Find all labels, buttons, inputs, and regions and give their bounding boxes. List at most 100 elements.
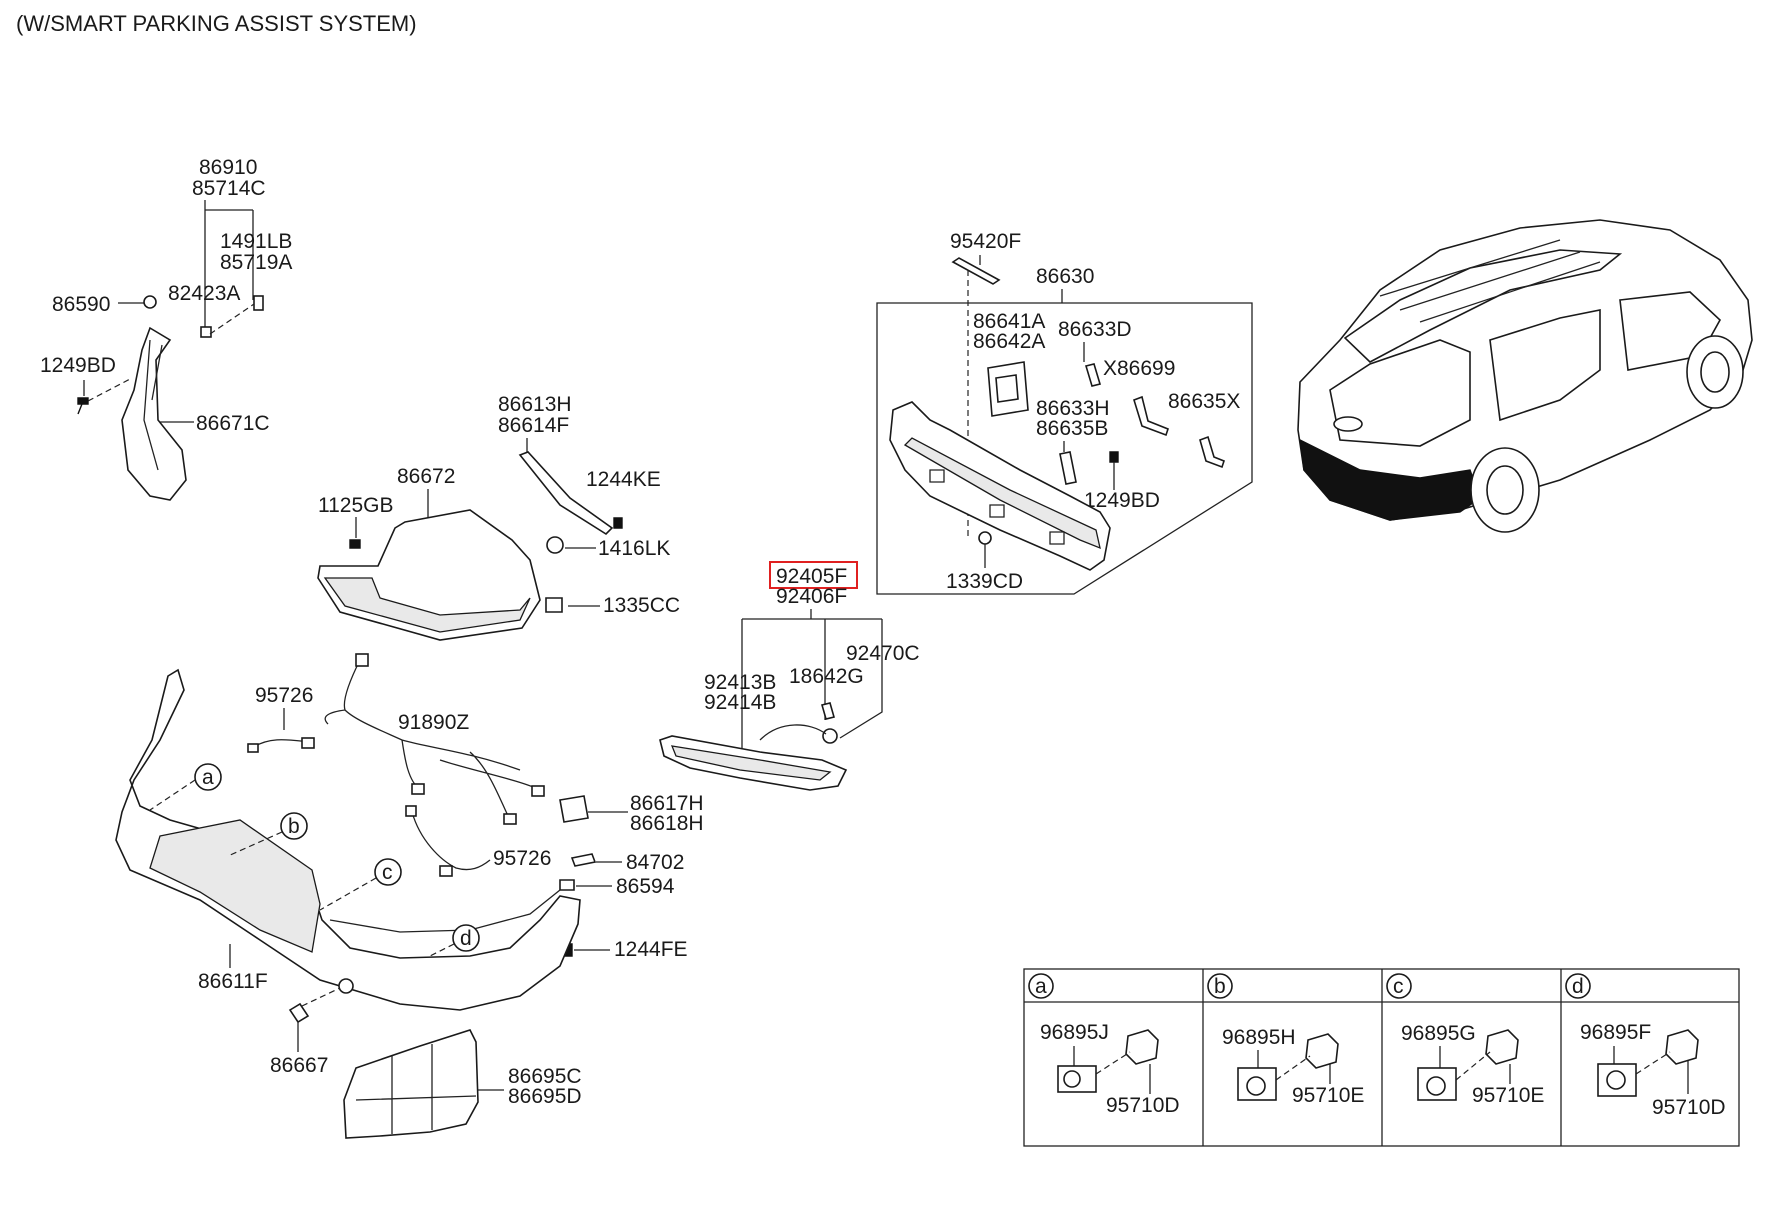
label-82423A[interactable]: 82423A (168, 282, 240, 305)
label-92413B[interactable]: 92413B (704, 671, 776, 694)
sensor-cell-c: c 96895G 95710E (1386, 973, 1544, 1107)
label-84702[interactable]: 84702 (626, 851, 684, 874)
sensor-cell-a-sensor[interactable]: 96895J (1040, 1021, 1109, 1044)
bolt-1249BD-left (77, 397, 89, 415)
sensor-cell-c-circle (1386, 973, 1412, 999)
callout-b-letter: b (288, 815, 300, 838)
label-86642A[interactable]: 86642A (973, 330, 1045, 353)
label-95420F[interactable]: 95420F (950, 230, 1021, 253)
label-86633H[interactable]: 86633H (1036, 397, 1110, 420)
label-92405F[interactable]: 92405F (776, 565, 847, 588)
label-85719A[interactable]: 85719A (220, 251, 292, 274)
bolt-1125GB (349, 539, 361, 549)
label-86671C[interactable]: 86671C (196, 412, 270, 435)
sensor-cell-d-circle (1565, 973, 1591, 999)
label-1244KE[interactable]: 1244KE (586, 468, 661, 491)
side-cover-group: 86613H 86614F 1244KE 86672 1125GB 1416LK… (317, 393, 680, 641)
label-86613H[interactable]: 86613H (498, 393, 572, 416)
sensor-cell-c-part[interactable]: 95710E (1472, 1084, 1544, 1107)
label-18642G[interactable]: 18642G (789, 665, 864, 688)
label-86695D[interactable]: 86695D (508, 1085, 582, 1108)
bumper-group: 95726 91890Z 86617H 86618H 95726 84702 8… (115, 653, 704, 1139)
sensor-cell-c-letter: c (1393, 975, 1404, 998)
label-85714C[interactable]: 85714C (192, 177, 266, 200)
mud-guard-group: 86910 85714C 1491LB 85719A 82423A 86590 … (40, 156, 292, 501)
label-86618H[interactable]: 86618H (630, 812, 704, 835)
label-86641A[interactable]: 86641A (973, 310, 1045, 333)
label-86617H[interactable]: 86617H (630, 792, 704, 815)
callout-a-letter: a (202, 766, 214, 789)
sensor-cell-a-letter: a (1035, 975, 1047, 998)
wiring-harness-91890Z (324, 659, 541, 821)
clip-86667 (288, 1002, 310, 1024)
sensor-cell-d-part[interactable]: 95710D (1652, 1096, 1726, 1119)
label-X86699[interactable]: X86699 (1103, 357, 1175, 380)
label-86667[interactable]: 86667 (270, 1054, 328, 1077)
sensor-cell-b-letter: b (1214, 975, 1226, 998)
label-86635X[interactable]: 86635X (1168, 390, 1240, 413)
under-cover-86695C (343, 1029, 479, 1139)
label-1335CC[interactable]: 1335CC (603, 594, 680, 617)
label-1339CD[interactable]: 1339CD (946, 570, 1023, 593)
label-86672[interactable]: 86672 (397, 465, 455, 488)
label-92406F[interactable]: 92406F (776, 585, 847, 608)
vehicle-illustration (1297, 219, 1753, 533)
label-1249BD-left[interactable]: 1249BD (40, 354, 116, 377)
sensor-cell-d-letter: d (1572, 975, 1584, 998)
bolt-1249BD-right (1109, 451, 1119, 463)
label-92470C[interactable]: 92470C (846, 642, 920, 665)
sensor-cell-d-sensor[interactable]: 96895F (1580, 1021, 1651, 1044)
callout-a[interactable] (194, 763, 222, 791)
highlight-92405F (769, 561, 858, 589)
label-86594[interactable]: 86594 (616, 875, 675, 898)
label-95726-mid[interactable]: 95726 (493, 847, 551, 870)
label-1244FE[interactable]: 1244FE (614, 938, 688, 961)
label-86633D[interactable]: 86633D (1058, 318, 1132, 341)
label-86630[interactable]: 86630 (1036, 265, 1094, 288)
sensor-cell-a-circle (1028, 973, 1054, 999)
bracket-86633D (1084, 363, 1102, 387)
clip-1335CC (545, 597, 563, 613)
clip-1416LK (546, 536, 564, 554)
sensor-icon (1485, 1029, 1519, 1065)
callout-d-letter: d (460, 927, 472, 950)
callout-c[interactable] (374, 858, 402, 886)
clip-86590 (143, 295, 157, 309)
socket-92470C (822, 728, 838, 744)
bracket-86617H (559, 795, 589, 823)
callout-b[interactable] (280, 812, 308, 840)
clip-86594 (559, 879, 575, 891)
callout-c-letter: c (382, 861, 393, 884)
sensor-icon (1305, 1033, 1339, 1069)
label-86611F[interactable]: 86611F (198, 970, 268, 993)
nut-1339CD (978, 531, 992, 545)
label-86590[interactable]: 86590 (52, 293, 110, 316)
label-1491LB[interactable]: 1491LB (220, 230, 292, 253)
sensor-cell-b-part[interactable]: 95710E (1292, 1084, 1364, 1107)
label-86695C[interactable]: 86695C (508, 1065, 582, 1088)
label-86910[interactable]: 86910 (199, 156, 257, 179)
label-91890Z[interactable]: 91890Z (398, 711, 469, 734)
label-1249BD-right[interactable]: 1249BD (1084, 489, 1160, 512)
label-1125GB[interactable]: 1125GB (318, 494, 394, 517)
bulb-18642G (821, 702, 835, 720)
sensor-95420F (951, 257, 1001, 285)
label-86614F[interactable]: 86614F (498, 414, 569, 437)
reflector-group: 92405F 92406F 92470C 18642G 92413B 92414… (659, 561, 920, 791)
sensor-cell-a: a 96895J 95710D (1028, 973, 1180, 1117)
diagram-title: (W/SMART PARKING ASSIST SYSTEM) (16, 11, 417, 36)
label-86635B[interactable]: 86635B (1036, 417, 1108, 440)
label-95726-top[interactable]: 95726 (255, 684, 313, 707)
sensor-cell-b-sensor[interactable]: 96895H (1222, 1026, 1296, 1049)
sensor-cell-b: b 96895H 95710E (1207, 973, 1364, 1107)
rear-beam-group: 95420F 86630 86641A 86642A 86633D X86699… (876, 230, 1253, 595)
label-92414B[interactable]: 92414B (704, 691, 776, 714)
bracket-86635X (1199, 435, 1225, 469)
screw-85719A (253, 295, 264, 311)
callout-d[interactable] (452, 924, 480, 952)
sensor-cell-c-sensor[interactable]: 96895G (1401, 1022, 1476, 1045)
label-1416LK[interactable]: 1416LK (598, 537, 670, 560)
washer-82423A (200, 326, 212, 338)
sensor-cell-a-part[interactable]: 95710D (1106, 1094, 1180, 1117)
bracket-86613H (518, 451, 614, 536)
